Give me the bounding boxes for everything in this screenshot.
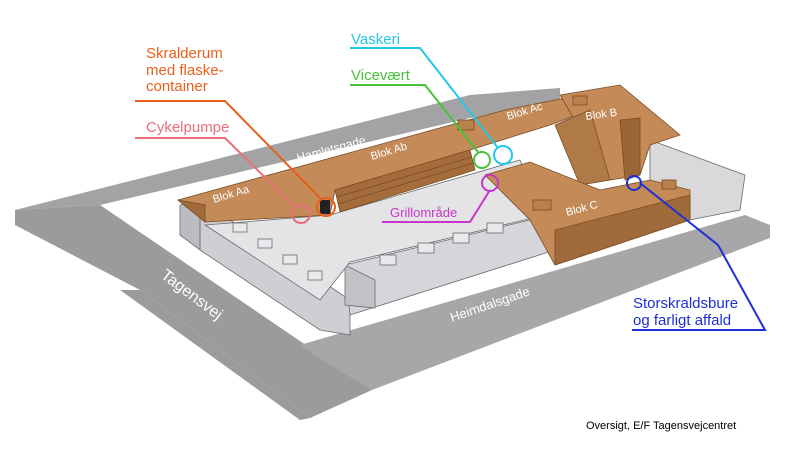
vicevaert-marker [473,151,491,169]
callout-vicevaert: Vicevært [351,67,410,84]
street-heimdalsgade [300,215,770,390]
storskrald-marker [626,175,642,191]
skralderum-marker [316,197,336,217]
callout-skralderum-line1: Skralderum [146,45,223,62]
callout-markers [135,47,767,331]
roof-blok-aa-ab-ac [177,94,591,223]
callout-storskrald: Storskraldsbure og farligt affald [633,295,739,329]
callout-grillomraade: Grillområde [390,205,458,220]
vaskeri-leader [350,47,499,149]
caption: Oversigt, E/F Tagensvejcentret [586,420,737,432]
streets [15,88,770,420]
callout-skralderum-line2: med flaske- [146,61,224,79]
storskrald-leader [632,182,767,331]
grill-leader [382,189,491,223]
callout-skralderum: Skralderum med flaske- container [146,45,224,96]
street-hamletsgade [15,88,560,210]
grill-marker [481,174,499,192]
street-tagensvej [15,205,372,418]
callout-skralderum-line3: container [146,78,208,95]
cykelpumpe-marker [291,204,311,224]
block-label-b: Blok B [585,107,618,123]
callout-storskrald-line1: Storskraldsbure [633,295,739,312]
vaskeri-marker [493,145,513,165]
callout-cykelpumpe: Cykelpumpe [146,119,230,136]
skralderum-leader [135,100,323,201]
cykelpumpe-leader [135,137,297,209]
callout-vaskeri: Vaskeri [351,31,400,48]
vicevaert-leader [350,84,479,153]
callout-storskrald-line2: og farligt affald [633,311,732,329]
